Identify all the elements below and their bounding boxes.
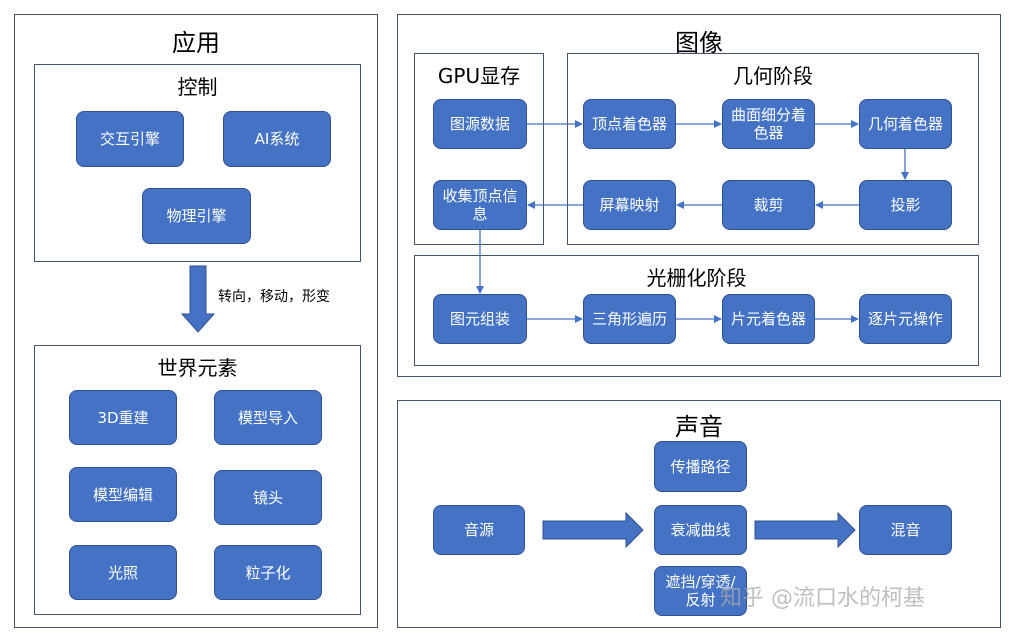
model-edit-node: 模型编辑 bbox=[69, 467, 177, 522]
3d-reconstruction-node: 3D重建 bbox=[69, 390, 177, 445]
arrow-label: 转向，移动，形变 bbox=[218, 289, 330, 305]
sound-source-node: 音源 bbox=[433, 505, 525, 555]
screen-mapping-node: 屏幕映射 bbox=[583, 180, 676, 230]
physics-engine-node: 物理引擎 bbox=[142, 188, 251, 244]
app-title: 应用 bbox=[172, 29, 220, 57]
vertex-shader-node: 顶点着色器 bbox=[583, 99, 676, 149]
world-title: 世界元素 bbox=[157, 356, 238, 380]
tessellation-shader-node: 曲面细分着色器 bbox=[722, 99, 815, 149]
occlusion-node: 遮挡/穿透/反射 bbox=[654, 566, 747, 616]
gpu-memory-title: GPU显存 bbox=[437, 64, 521, 88]
fragment-shader-node: 片元着色器 bbox=[722, 294, 815, 344]
interaction-engine-node: 交互引擎 bbox=[76, 111, 184, 167]
geometry-shader-node: 几何着色器 bbox=[859, 99, 952, 149]
per-fragment-ops-node: 逐片元操作 bbox=[859, 294, 952, 344]
projection-node: 投影 bbox=[859, 180, 952, 230]
mixing-node: 混音 bbox=[859, 505, 952, 555]
model-import-node: 模型导入 bbox=[214, 390, 322, 445]
geometry-stage-title: 几何阶段 bbox=[733, 64, 813, 88]
particle-node: 粒子化 bbox=[214, 545, 322, 600]
watermark: 知乎 @流口水的柯基 bbox=[720, 586, 925, 611]
attenuation-curve-node: 衰减曲线 bbox=[654, 505, 747, 555]
triangle-traversal-node: 三角形遍历 bbox=[583, 294, 676, 344]
control-title: 控制 bbox=[177, 75, 218, 99]
source-data-node: 图源数据 bbox=[433, 99, 527, 149]
image-title: 图像 bbox=[675, 29, 723, 57]
clipping-node: 裁剪 bbox=[722, 180, 815, 230]
collect-vertex-info-node: 收集顶点信息 bbox=[433, 180, 527, 230]
primitive-assembly-node: 图元组装 bbox=[433, 294, 527, 344]
lighting-node: 光照 bbox=[69, 545, 177, 600]
raster-stage-title: 光栅化阶段 bbox=[646, 266, 747, 290]
propagation-path-node: 传播路径 bbox=[654, 441, 747, 492]
ai-system-node: AI系统 bbox=[223, 111, 331, 167]
camera-node: 镜头 bbox=[214, 470, 322, 525]
sound-title: 声音 bbox=[675, 413, 723, 441]
